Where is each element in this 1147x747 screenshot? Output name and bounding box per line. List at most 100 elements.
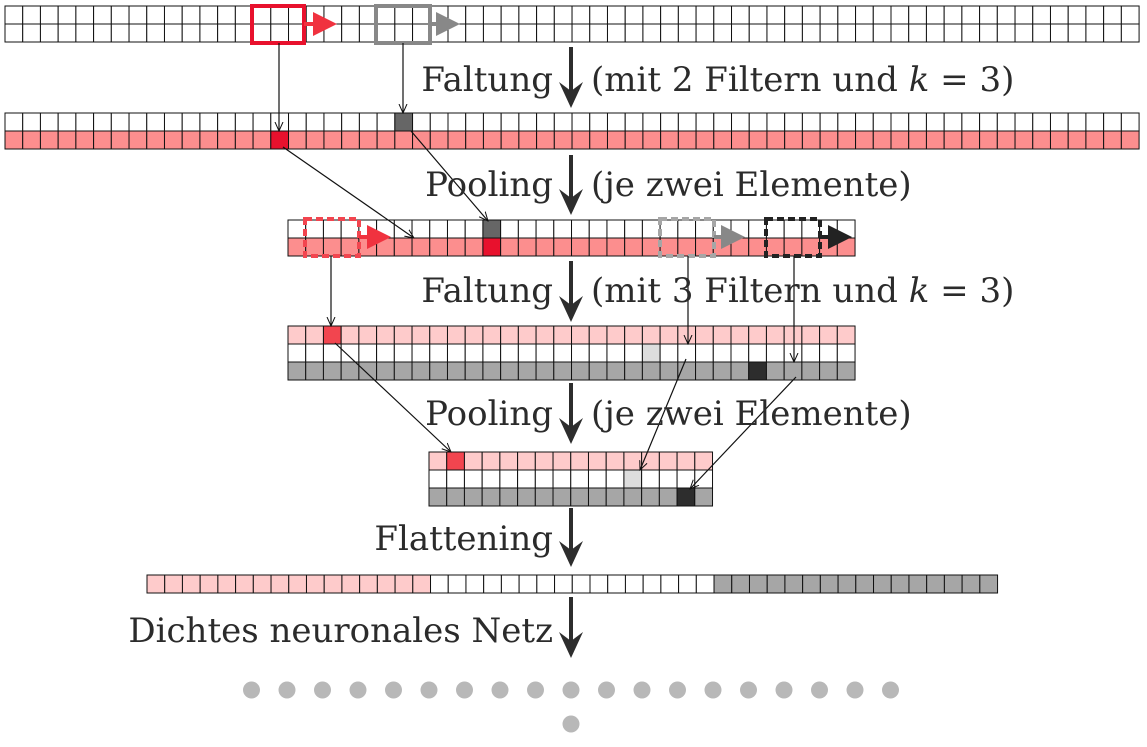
step-detail-pool2: (je zwei Elemente)	[591, 394, 912, 434]
grid-cell	[660, 5, 679, 25]
neuron-dot	[562, 715, 580, 733]
connector	[282, 146, 414, 238]
grid-cell	[128, 130, 148, 150]
grid-cell	[446, 219, 466, 239]
grid-cell	[908, 5, 927, 25]
grid-cell	[570, 487, 589, 507]
grid-cell	[252, 130, 272, 150]
grid-cell	[393, 343, 413, 363]
grid-cell	[571, 325, 590, 345]
grid-cell	[571, 219, 590, 239]
grid-cell	[748, 5, 768, 25]
grid-cell	[695, 325, 714, 345]
grid-cell	[819, 23, 839, 43]
grid-cell	[288, 112, 307, 132]
grid-cell	[589, 112, 608, 132]
grid-cell	[961, 5, 981, 25]
grid-cell	[447, 112, 467, 132]
grid-cell	[429, 5, 449, 25]
pool2-layer	[428, 451, 714, 507]
grid-cell	[465, 112, 484, 132]
grid-cell	[376, 237, 395, 257]
grid-cell	[855, 574, 875, 594]
grid-cell	[481, 469, 501, 489]
grid-cell	[713, 23, 733, 43]
grid-cell	[376, 5, 396, 25]
grid-cell	[890, 5, 910, 25]
grid-cell	[323, 112, 343, 132]
grid-cell	[677, 219, 697, 239]
grid-cell	[642, 5, 662, 25]
grid-cell	[765, 219, 785, 239]
grid-cell	[624, 325, 643, 345]
grid-cell	[163, 112, 183, 132]
grid-cell	[535, 219, 555, 239]
grid-cell	[75, 112, 95, 132]
grid-cell	[766, 574, 786, 594]
grid-cell	[287, 361, 307, 381]
grid-cell	[660, 130, 679, 150]
grid-cell	[623, 469, 643, 489]
grid-cell	[1085, 130, 1105, 150]
grid-cell	[588, 237, 608, 257]
grid-cell	[801, 343, 821, 363]
connector	[334, 342, 451, 452]
grid-cell	[801, 130, 821, 150]
grid-cell	[783, 219, 803, 239]
grid-cell	[534, 487, 554, 507]
grid-cell	[305, 343, 324, 363]
neuron-dot	[669, 681, 686, 699]
grid-cell	[376, 574, 396, 594]
grid-cell	[801, 5, 821, 25]
neuron-dot	[491, 681, 509, 699]
grid-cell	[128, 23, 148, 43]
grid-cell	[1085, 5, 1105, 25]
grid-cell	[517, 325, 537, 345]
grid-cell	[163, 130, 183, 150]
neuron-dot	[527, 681, 544, 699]
grid-cell	[287, 325, 307, 345]
grid-cell	[588, 361, 608, 381]
grid-cell	[323, 130, 343, 150]
grid-cell	[570, 451, 589, 471]
grid-cell	[605, 469, 625, 489]
grid-cell	[606, 237, 626, 257]
grid-cell	[358, 237, 378, 257]
grid-cell	[605, 487, 625, 507]
grid-cell	[412, 574, 432, 594]
neuron-dot	[811, 681, 828, 699]
grid-cell	[340, 361, 360, 381]
grid-cell	[695, 23, 715, 43]
grid-cell	[943, 5, 963, 25]
grid-cell	[517, 361, 537, 381]
grid-cell	[658, 469, 678, 489]
grid-cell	[305, 325, 324, 345]
grid-cell	[731, 23, 750, 43]
grid-cell	[518, 574, 538, 594]
neuron-dot	[633, 681, 651, 699]
grid-cell	[482, 112, 502, 132]
grid-cell	[713, 112, 733, 132]
grid-cell	[695, 574, 715, 594]
flattened-layer	[146, 574, 999, 594]
grid-cell	[217, 574, 237, 594]
connector	[410, 130, 488, 221]
grid-cell	[819, 237, 838, 257]
down-arrow-icon	[559, 261, 583, 322]
grid-cell	[1120, 130, 1140, 150]
grid-cell	[730, 343, 750, 363]
grid-cell	[677, 23, 697, 43]
grid-cell	[712, 325, 732, 345]
grid-cell	[836, 237, 856, 257]
grid-cell	[235, 574, 254, 594]
grid-cell	[890, 112, 910, 132]
grid-cell	[1049, 5, 1069, 25]
grid-cell	[517, 469, 536, 489]
grid-cell	[1032, 23, 1051, 43]
grid-cell	[712, 343, 732, 363]
grid-cell	[412, 112, 431, 132]
grid-cell	[855, 112, 874, 132]
grid-cell	[873, 574, 892, 594]
grid-cell	[499, 487, 519, 507]
grid-cell	[518, 23, 538, 43]
